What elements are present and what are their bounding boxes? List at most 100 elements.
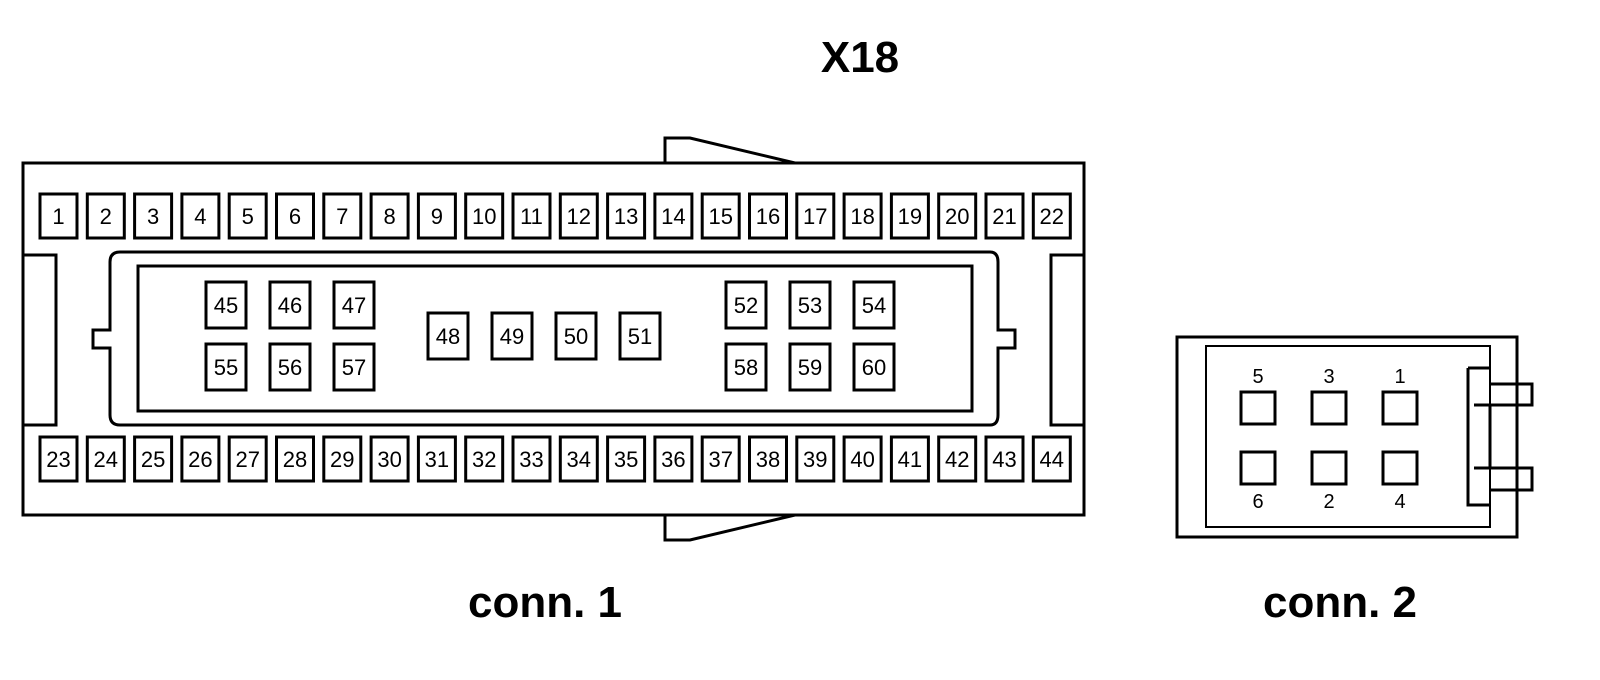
pin-label: 54 (862, 293, 886, 318)
pin-box (700, 192, 741, 240)
pin-label: 5 (242, 204, 254, 229)
pin-box (937, 192, 978, 240)
pin-label: 3 (1323, 366, 1334, 388)
pin-35: 35 (606, 435, 647, 483)
pin-32: 32 (464, 435, 505, 483)
pin-38: 38 (748, 435, 788, 483)
pin-label: 26 (188, 447, 212, 472)
pin-48: 48 (426, 311, 470, 361)
pin-box (464, 192, 505, 240)
connector-1-left-slot (21, 253, 58, 427)
pin-58: 58 (724, 342, 768, 392)
pin-box (85, 435, 126, 483)
pin-31: 31 (416, 435, 457, 483)
pin-label: 33 (519, 447, 543, 472)
pin-box (1381, 450, 1419, 486)
pin-57: 57 (332, 342, 376, 392)
pin-label: 20 (945, 204, 969, 229)
pin-label: 23 (46, 447, 70, 472)
pin-box (984, 435, 1025, 483)
pin-label: 15 (708, 204, 732, 229)
pin-box (1239, 390, 1277, 426)
pin-36: 36 (653, 435, 694, 483)
pin-22: 22 (1031, 192, 1072, 240)
connector-1-top-latch (663, 136, 796, 165)
pin-label: 24 (94, 447, 118, 472)
pin-box (511, 435, 552, 483)
pin-49: 49 (490, 311, 534, 361)
pin-label: 36 (661, 447, 685, 472)
pin-label: 9 (431, 204, 443, 229)
pin-label: 1 (1394, 366, 1405, 388)
pin-label: 3 (147, 204, 159, 229)
pin-box (1310, 390, 1348, 426)
pin-17: 17 (795, 192, 836, 240)
pin-30: 30 (369, 435, 410, 483)
pin-box (618, 311, 662, 361)
pin-label: 40 (850, 447, 874, 472)
pin-box (653, 435, 694, 483)
pin-box (1381, 390, 1419, 426)
pin-28: 28 (275, 435, 315, 483)
pin-label: 39 (803, 447, 827, 472)
pin-2: 2 (1310, 450, 1348, 513)
pin-box (275, 192, 315, 240)
pin-7: 7 (322, 192, 363, 240)
pin-box (227, 435, 268, 483)
pin-label: 41 (898, 447, 922, 472)
pin-16: 16 (748, 192, 788, 240)
pin-box (275, 435, 315, 483)
pin-label: 50 (564, 324, 588, 349)
pin-label: 1 (52, 204, 64, 229)
pin-6: 6 (1239, 450, 1277, 513)
pin-label: 49 (500, 324, 524, 349)
pin-label: 48 (436, 324, 460, 349)
pin-label: 6 (289, 204, 301, 229)
pin-box (889, 192, 930, 240)
pin-box (795, 192, 836, 240)
pin-12: 12 (558, 192, 599, 240)
pin-box (227, 192, 268, 240)
pin-box (369, 192, 410, 240)
pin-label: 47 (342, 293, 366, 318)
pin-box (85, 192, 126, 240)
pin-40: 40 (842, 435, 883, 483)
pin-label: 35 (614, 447, 638, 472)
connector-2-latch (1474, 382, 1534, 492)
pin-4: 4 (180, 192, 221, 240)
pin-20: 20 (937, 192, 978, 240)
pin-15: 15 (700, 192, 741, 240)
pin-box (554, 311, 598, 361)
pin-label: 13 (614, 204, 638, 229)
pin-box (369, 435, 410, 483)
pin-box (38, 435, 79, 483)
pin-label: 34 (567, 447, 591, 472)
pin-label: 46 (278, 293, 302, 318)
pin-box (180, 192, 221, 240)
pin-box (653, 192, 694, 240)
pin-box (724, 280, 768, 330)
pin-label: 27 (235, 447, 259, 472)
pin-8: 8 (369, 192, 410, 240)
pin-label: 5 (1252, 366, 1263, 388)
connector-1-inner-panel (136, 264, 974, 413)
pin-label: 31 (425, 447, 449, 472)
pin-2: 2 (85, 192, 126, 240)
pin-label: 58 (734, 355, 758, 380)
pin-label: 17 (803, 204, 827, 229)
pin-56: 56 (268, 342, 312, 392)
pin-59: 59 (788, 342, 832, 392)
pin-box (1310, 450, 1348, 486)
pin-box (426, 311, 470, 361)
pin-9: 9 (416, 192, 457, 240)
pin-box (852, 342, 896, 392)
pin-box (133, 192, 174, 240)
pin-box (558, 435, 599, 483)
pin-label: 4 (1394, 491, 1405, 513)
pin-39: 39 (795, 435, 836, 483)
pin-box (38, 192, 79, 240)
pin-5: 5 (227, 192, 268, 240)
